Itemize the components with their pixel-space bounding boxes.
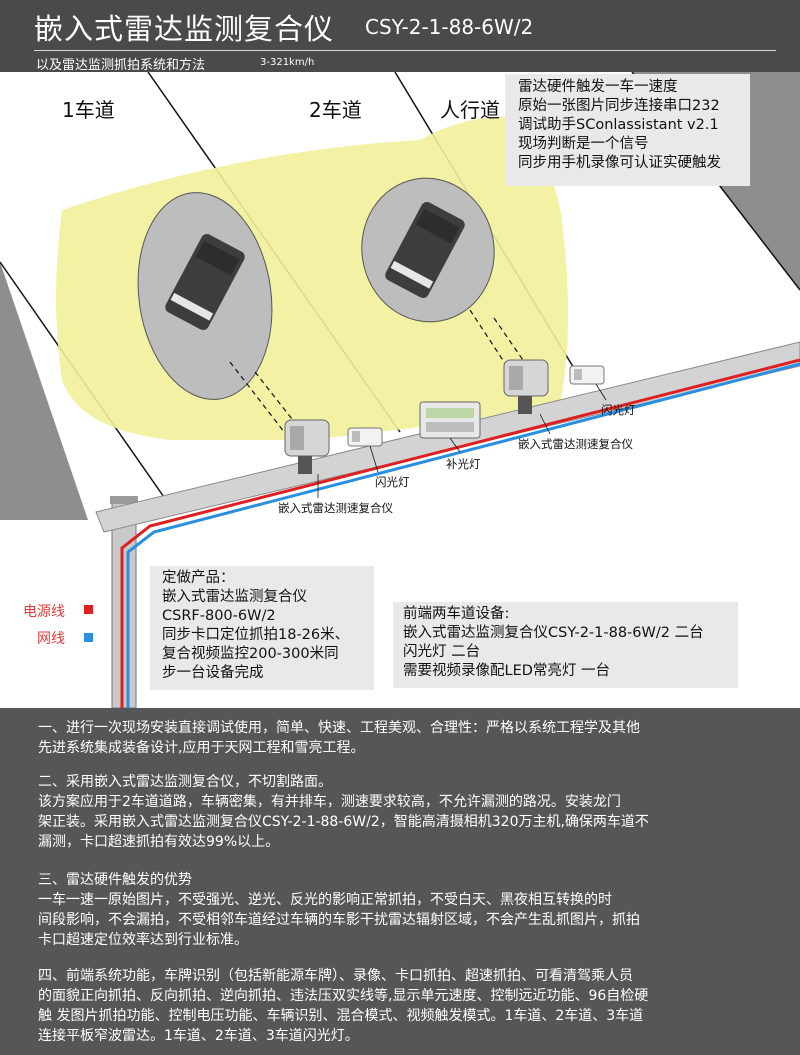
title-divider	[34, 50, 776, 51]
section-line: 四、前端系统功能，车牌识别（包括新能源车牌）、录像、卡口抓拍、超速抓拍、可看清驾…	[38, 968, 633, 984]
section-4: 四、前端系统功能，车牌识别（包括新能源车牌）、录像、卡口抓拍、超速抓拍、可看清驾…	[38, 966, 762, 1046]
product-note: 定做产品： 嵌入式雷达监测复合仪 CSRF-800-6W/2 同步卡口定位抓拍1…	[150, 566, 374, 690]
radar-label-left: 嵌入式雷达测速复合仪	[278, 501, 393, 515]
section-3: 三、雷达硬件触发的优势 一车一速一原始图片，不受强光、逆光、反光的影响正常抓拍，…	[38, 870, 762, 950]
front-equipment-note: 前端两车道设备: 嵌入式雷达监测复合仪CSY-2-1-88-6W/2 二台 闪光…	[393, 602, 738, 688]
note-line: 同步用手机录像可认证实硬触发	[518, 155, 721, 171]
leader-flash-left	[369, 445, 379, 473]
section-line: 间段影响，不会漏拍，不受相邻车道经过车辆的车影干扰雷达辐射区域，不会产生乱抓图片…	[38, 912, 640, 928]
flash-label-right: 闪光灯	[601, 403, 636, 417]
section-2: 二、采用嵌入式雷达监测复合仪，不切割路面。 该方案应用于2车道道路，车辆密集，有…	[38, 772, 762, 852]
description-panel: 一、进行一次现场安装直接调试使用，简单、快速、工程美观、合理性：严格以系统工程学…	[0, 708, 800, 1055]
leader-radar-right	[539, 413, 551, 435]
radar-trigger-note: 雷达硬件触发一车一速度 原始一张图片同步连接串口232 调试助手SConlass…	[505, 74, 750, 186]
radar-unit-left	[284, 419, 330, 474]
legend-network-swatch	[84, 633, 93, 642]
section-line: 一车一速一原始图片，不受强光、逆光、反光的影响正常抓拍，不受白天、黑夜相互转换的…	[38, 892, 612, 908]
note-line: 嵌入式雷达监测复合仪	[162, 589, 307, 605]
radar-unit-right	[503, 359, 549, 414]
section-line: 二、采用嵌入式雷达监测复合仪，不切割路面。	[38, 774, 332, 790]
note-line: 步一台设备完成	[162, 665, 264, 681]
legend-network-label: 网线	[37, 631, 65, 647]
page-title: 嵌入式雷达监测复合仪	[34, 12, 335, 46]
section-line: 卡口超速定位效率达到行业标准。	[38, 932, 248, 948]
section-line: 三、雷达硬件触发的优势	[38, 872, 192, 888]
lane-label-1: 1车道	[62, 98, 115, 122]
model-number: CSY-2-1-88-6W/2	[365, 15, 534, 39]
section-line: 架正装。采用嵌入式雷达监测复合仪CSY-2-1-88-6W/2，智能高清摄相机3…	[38, 814, 649, 830]
flash-light-right	[569, 365, 605, 385]
note-line: 定做产品：	[162, 570, 235, 586]
note-line: CSRF-800-6W/2	[162, 608, 276, 624]
note-line: 现场判断是一个信号	[518, 136, 649, 152]
power-cable	[120, 358, 800, 708]
section-line: 触 发图片抓拍功能、控制电压功能、车辆识别、混合模式、视频触发模式。1车道、2车…	[38, 1008, 644, 1024]
note-line: 需要视频录像配LED常亮灯 一台	[403, 663, 611, 679]
diagram-drawing	[0, 72, 800, 708]
leader-fill-light	[449, 437, 461, 453]
section-line: 该方案应用于2车道道路，车辆密集，有并排车，测速要求较高，不允许漏测的路况。安装…	[38, 794, 621, 810]
section-line: 一、进行一次现场安装直接调试使用，简单、快速、工程美观、合理性：严格以系统工程学…	[38, 720, 640, 736]
leader-flash-right	[595, 383, 607, 401]
car-lane1	[165, 233, 245, 331]
note-line: 嵌入式雷达监测复合仪CSY-2-1-88-6W/2 二台	[403, 625, 704, 641]
section-line: 漏测，卡口超速抓拍有效达99%以上。	[38, 834, 280, 850]
installation-diagram: 1车道 2车道 人行道 雷达硬件触发一车一速度 原始一张图片同步连接串口232 …	[0, 72, 800, 708]
fill-light-unit	[419, 401, 481, 439]
flash-label-left: 闪光灯	[375, 475, 410, 489]
section-line: 先进系统集成装备设计,应用于天网工程和雪亮工程。	[38, 740, 365, 756]
note-line: 原始一张图片同步连接串口232	[518, 98, 720, 114]
speed-range: 3-321km/h	[260, 57, 315, 68]
radar-label-right: 嵌入式雷达测速复合仪	[518, 437, 633, 451]
note-line: 调试助手SConlassistant v2.1	[518, 117, 719, 133]
lane-label-sidewalk: 人行道	[440, 98, 500, 122]
legend-power-label: 电源线	[23, 604, 65, 620]
fill-light-label: 补光灯	[446, 457, 481, 471]
section-line: 的面貌正向抓拍、反向抓拍、逆向抓拍、违法压双实线等,显示单元速度、控制远近功能、…	[38, 988, 649, 1004]
section-line: 连接平板窄波雷达。1车道、2车道、3车道闪光灯。	[38, 1028, 359, 1044]
left-shoulder	[0, 262, 88, 520]
car-lane2	[385, 201, 465, 299]
radar-detection-zone	[56, 116, 569, 441]
network-cable	[126, 362, 800, 708]
legend-power-swatch	[84, 605, 93, 614]
note-line: 同步卡口定位抓拍18-26米、	[162, 627, 350, 643]
pole-cap	[110, 496, 138, 504]
note-line: 闪光灯 二台	[403, 644, 481, 660]
note-line: 复合视频监控200-300米同	[162, 646, 339, 662]
note-line: 前端两车道设备:	[403, 606, 510, 622]
flash-light-left	[347, 427, 383, 447]
section-1: 一、进行一次现场安装直接调试使用，简单、快速、工程美观、合理性：严格以系统工程学…	[38, 718, 762, 758]
title-banner: 嵌入式雷达监测复合仪 CSY-2-1-88-6W/2 以及雷达监测抓拍系统和方法…	[0, 0, 800, 73]
page-subtitle: 以及雷达监测抓拍系统和方法	[36, 58, 206, 73]
note-line: 雷达硬件触发一车一速度	[518, 79, 678, 95]
lane-label-2: 2车道	[309, 98, 362, 122]
